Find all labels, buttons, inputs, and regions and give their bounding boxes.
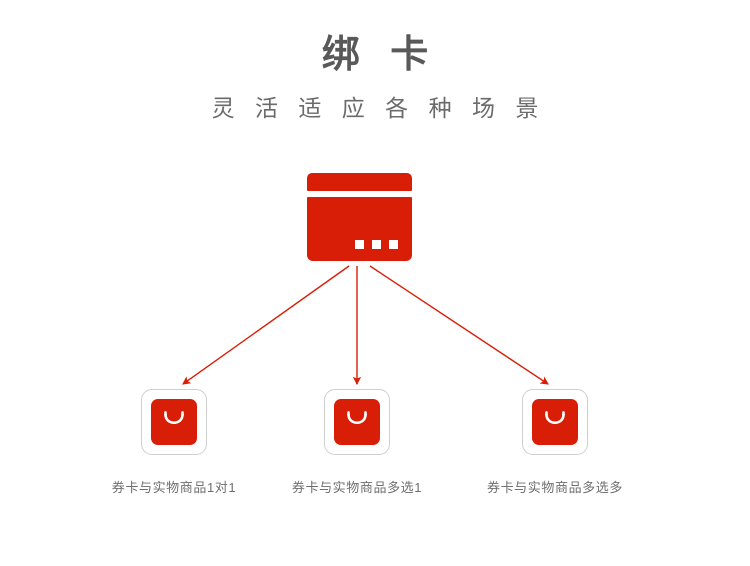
- target-node-2[interactable]: [324, 389, 390, 455]
- credit-card-icon: [307, 173, 412, 261]
- target-node-3-caption: 券卡与实物商品多选多: [486, 480, 623, 495]
- shopping-bag-icon: [532, 399, 578, 445]
- card-body: [307, 197, 412, 261]
- shopping-bag-icon: [334, 399, 380, 445]
- target-node-2-caption: 券卡与实物商品多选1: [291, 480, 423, 495]
- target-node-1[interactable]: [141, 389, 207, 455]
- page-title: 绑 卡: [321, 34, 439, 76]
- shopping-bag-icon: [151, 399, 197, 445]
- arrow-to-node-1: [182, 265, 350, 385]
- card-chip-dot-3: [389, 240, 398, 249]
- page-subtitle: 灵 活 适 应 各 种 场 景: [211, 95, 546, 121]
- card-chip-dot-2: [372, 240, 381, 249]
- arrow-to-node-3: [369, 265, 549, 385]
- card-chip-dot-1: [355, 240, 364, 249]
- target-node-3[interactable]: [522, 389, 588, 455]
- card-top-strip: [307, 173, 412, 191]
- target-node-1-caption: 券卡与实物商品1对1: [111, 480, 237, 495]
